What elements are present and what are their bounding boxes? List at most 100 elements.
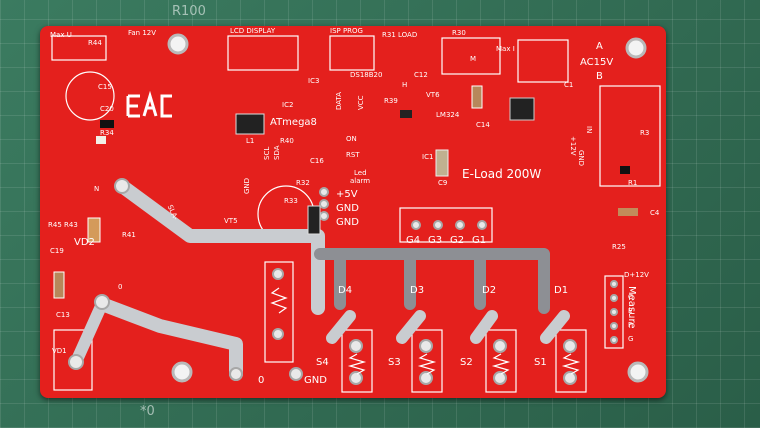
label-scl: SCL — [263, 146, 271, 160]
measure-pin-e: E — [628, 307, 633, 315]
source-label-s1: S1 — [534, 357, 547, 368]
r34b-resistor — [96, 136, 106, 144]
atmega8-chip — [235, 113, 265, 135]
trace-vd1 — [70, 298, 108, 368]
label-r45: R45 — [48, 221, 62, 229]
max-u-trimmer-outline — [51, 35, 107, 61]
ds18b20-label: DS18B20 — [350, 71, 383, 79]
label-ic1: IC1 — [422, 153, 434, 161]
drain-label-d1: D1 — [554, 285, 569, 296]
label-r34: R34 — [100, 129, 114, 137]
label-vcc: VCC — [357, 95, 365, 110]
label-ic3: IC3 — [308, 77, 320, 85]
drain-label-d3: D3 — [410, 285, 425, 296]
label-vt5: VT5 — [224, 217, 238, 225]
gate-label-g1: G1 — [472, 235, 487, 246]
c13-cap — [53, 271, 65, 299]
label-r25: R25 — [612, 243, 626, 251]
label-led: Led — [354, 169, 367, 177]
r34-resistor — [100, 120, 114, 128]
fan-label: Fan 12V — [128, 29, 157, 37]
c15-cap-outline — [65, 71, 115, 121]
gate-label-g3: G3 — [428, 235, 443, 246]
label-plus5v: +5V — [336, 189, 358, 200]
label-c19: C19 — [50, 247, 64, 255]
mount-hole-bl — [171, 361, 193, 383]
label-m: M — [470, 55, 477, 63]
source-label-s4: S4 — [316, 357, 329, 368]
isp-label: ISP PROG — [330, 27, 363, 35]
source-label-s3: S3 — [388, 357, 401, 368]
label-rst: RST — [346, 151, 360, 159]
label-c4: C4 — [650, 209, 660, 217]
pcb-artwork — [51, 33, 661, 393]
bottom-gnd-label: GND — [304, 375, 327, 386]
vt6-transistor — [400, 110, 412, 118]
max-i-trimmer-outline — [441, 37, 501, 75]
eac-mark — [126, 90, 172, 118]
label-vd2: VD2 — [74, 237, 95, 248]
label-c9: C9 — [438, 179, 448, 187]
measure-header-outline — [604, 275, 624, 349]
trace-s3 — [396, 310, 426, 344]
board-title: E-Load 200W — [462, 167, 542, 181]
label-r39: R39 — [384, 97, 398, 105]
ac15v-label: AC15V — [580, 57, 614, 68]
label-on: ON — [346, 135, 357, 143]
label-c13: C13 — [56, 311, 70, 319]
s3-outline — [411, 329, 443, 393]
gate-header-outline — [399, 207, 493, 243]
trace-0 — [95, 297, 243, 381]
lm324-chip — [435, 149, 449, 177]
r1-resistor — [620, 166, 630, 174]
vd1-outline — [53, 329, 93, 391]
label-r43: R43 — [64, 221, 78, 229]
pcb-board: Max U Fan 12V LCD DISPLAY ISP PROG DS18B… — [40, 26, 666, 398]
label-c14: C14 — [476, 121, 490, 129]
lcd-label: LCD DISPLAY — [230, 27, 276, 35]
label-fan-v: +12V — [569, 136, 577, 156]
c4-cap — [618, 208, 638, 216]
r30-label: R30 — [452, 29, 466, 37]
label-r40: R40 — [280, 137, 294, 145]
label-l1: L1 — [246, 137, 255, 145]
measure-pin-c: C — [628, 293, 633, 301]
label-alarm: alarm — [350, 177, 371, 185]
shunt-outline — [264, 261, 294, 363]
max-i-label: Max I — [496, 45, 515, 53]
trace-drain-bus — [314, 248, 550, 314]
mount-hole-br — [627, 361, 649, 383]
mat-label-bottom: *0 — [140, 404, 155, 419]
label-vd1: VD1 — [52, 347, 67, 355]
label-gnd-small: GND — [243, 177, 251, 194]
drain-label-d4: D4 — [338, 285, 353, 296]
label-h: H — [402, 81, 408, 89]
measure-pin-g: G — [628, 335, 634, 343]
vd2-diode — [87, 217, 101, 243]
label-c16: C16 — [310, 157, 324, 165]
terminal-a-label: A — [596, 41, 603, 52]
label-in: IN — [585, 126, 593, 134]
regulator-chip — [509, 97, 535, 121]
label-lm324: LM324 — [436, 111, 460, 119]
s1-outline — [555, 329, 587, 393]
max-u-label: Max U — [50, 31, 72, 39]
label-data: DATA — [335, 91, 343, 110]
label-sda: SDA — [273, 145, 281, 161]
s4-outline — [341, 329, 373, 393]
trace-n — [115, 179, 325, 315]
label-c20: C20 — [100, 105, 114, 113]
gate-label-g4: G4 — [406, 235, 421, 246]
label-r3: R3 — [640, 129, 650, 137]
trace-s1 — [540, 310, 570, 344]
label-c15: C15 — [98, 83, 112, 91]
mcu-label: ATmega8 — [270, 117, 317, 128]
drain-label-d2: D2 — [482, 285, 497, 296]
label-r44: R44 — [88, 39, 102, 47]
lcd-header-outline — [227, 35, 299, 71]
label-gnd-2: GND — [336, 217, 359, 228]
label-r41: R41 — [122, 231, 136, 239]
label-c12: C12 — [414, 71, 428, 79]
label-r32: R32 — [296, 179, 310, 187]
c14-cap — [471, 85, 483, 109]
